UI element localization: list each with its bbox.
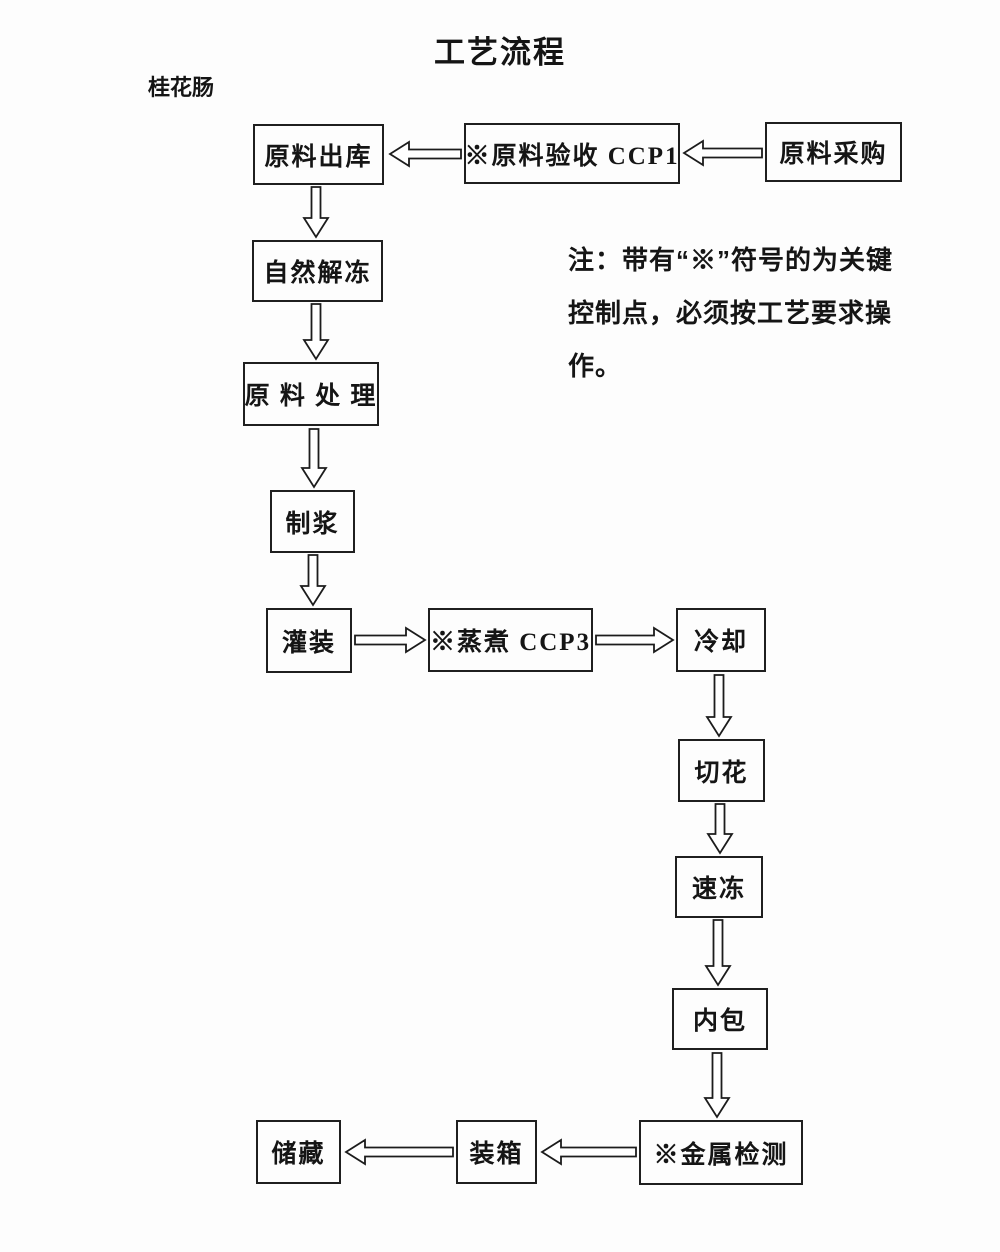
node-storage: 储藏 [256, 1120, 341, 1184]
node-label: 原 料 处 理 [244, 383, 378, 410]
node-label: ※金属检测 [653, 1141, 789, 1169]
node-label: 自然解冻 [263, 260, 372, 287]
arrow-cutting-to-freezing [706, 803, 734, 855]
node-raw-material-inspection-ccp1: ※原料验收 CCP1 [464, 123, 680, 184]
note-line-3: 作。 [568, 351, 623, 381]
node-label: 原料采购 [779, 141, 888, 168]
node-quick-freezing: 速冻 [675, 856, 763, 918]
node-label: 原料出库 [264, 143, 373, 171]
arrow-inspection-to-outbound [388, 140, 462, 168]
node-cooling: 冷却 [676, 608, 766, 672]
arrow-inner-packing-to-metal-detection [703, 1052, 731, 1119]
page-title: 工艺流程 [434, 35, 566, 70]
node-label: ※蒸煮 CCP3 [429, 629, 592, 656]
arrow-filling-to-cooking [354, 626, 427, 654]
note-text: 注：带有“※”符号的为关键 控制点，必须按工艺要求操 作。 [568, 234, 968, 393]
arrow-purchase-to-inspection [682, 139, 763, 167]
node-pulping: 制浆 [270, 490, 355, 553]
node-label: 灌装 [281, 629, 336, 657]
node-inner-packing: 内包 [672, 988, 768, 1050]
node-flower-cutting: 切花 [678, 739, 765, 802]
node-label: ※原料验收 CCP1 [464, 142, 680, 170]
arrow-thawing-to-processing [302, 303, 330, 361]
arrow-cooling-to-cutting [705, 674, 733, 738]
node-raw-material-processing: 原 料 处 理 [243, 362, 379, 426]
arrow-cooking-to-cooling [595, 626, 675, 654]
node-natural-thawing: 自然解冻 [252, 240, 383, 302]
arrow-pulping-to-filling [299, 554, 327, 607]
node-label: 制浆 [285, 510, 340, 538]
product-label: 桂花肠 [148, 75, 215, 100]
node-label: 内包 [692, 1008, 747, 1035]
node-label: 速冻 [691, 876, 746, 903]
node-cooking-ccp3: ※蒸煮 CCP3 [428, 608, 593, 672]
node-label: 切花 [694, 759, 749, 787]
note-line-2: 控制点，必须按工艺要求操 [568, 298, 893, 328]
node-metal-detection: ※金属检测 [639, 1120, 803, 1185]
node-boxing: 装箱 [456, 1120, 537, 1184]
node-label: 冷却 [693, 629, 748, 656]
node-raw-material-purchase: 原料采购 [765, 122, 902, 182]
arrow-boxing-to-storage [344, 1138, 454, 1166]
node-raw-material-outbound: 原料出库 [253, 124, 384, 185]
note-line-1: 注：带有“※”符号的为关键 [568, 245, 894, 275]
node-filling: 灌装 [266, 608, 352, 673]
arrow-metal-detection-to-boxing [540, 1138, 637, 1166]
arrow-outbound-to-thawing [302, 186, 330, 239]
arrow-freezing-to-inner-packing [704, 919, 732, 987]
node-label: 储藏 [271, 1141, 326, 1168]
node-label: 装箱 [469, 1141, 524, 1168]
arrow-processing-to-pulping [300, 428, 328, 489]
